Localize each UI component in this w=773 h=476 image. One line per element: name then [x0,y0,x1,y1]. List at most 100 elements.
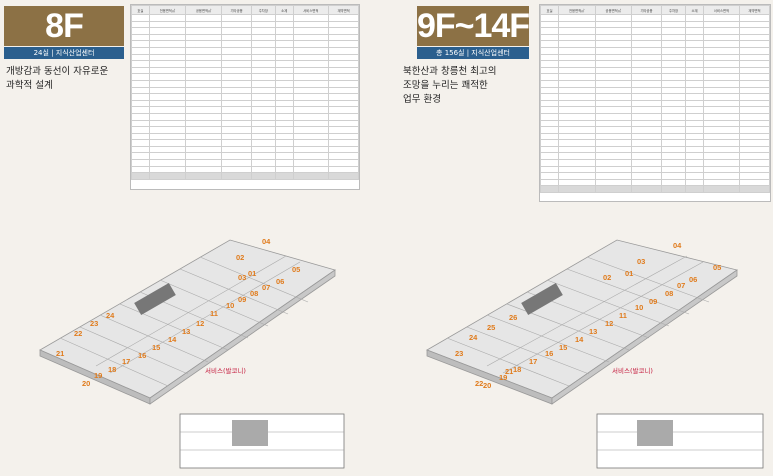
table-cell [221,14,252,22]
table-header-cell: 호실 [540,5,559,15]
table-row [540,14,771,22]
table-cell [250,79,276,88]
table-cell [684,172,704,180]
table-cell [328,93,359,101]
table-cell [221,152,252,161]
unit-number: 15 [559,343,567,352]
table-cell [185,14,223,22]
table-header-cell: 공용면적㎡ [185,5,223,15]
table-cell [738,86,771,95]
table-cell [631,145,662,154]
table-cell [702,27,740,35]
table-cell [540,172,559,180]
table-cell [328,112,359,121]
table-cell [661,40,686,48]
table-cell [631,119,662,128]
table-row [131,73,359,81]
table-cell [148,159,187,167]
unit-number: 13 [182,327,190,336]
table-cell [557,106,596,114]
table-cell [631,185,662,194]
table-row [131,86,359,95]
table-cell [185,165,223,174]
table-cell [540,152,559,161]
table-row [540,40,771,48]
table-header-cell: 전용면적㎡ [557,5,596,15]
table-row [540,119,771,128]
floor-tagline: 북한산과 창릉천 최고의 조망을 누리는 쾌적한 업무 환경 [403,66,497,105]
unit-number: 13 [589,327,597,336]
table-cell [148,60,187,68]
table-cell [148,14,187,22]
table-cell [274,112,294,121]
table-cell [274,86,294,95]
table-cell [738,185,771,194]
table-cell [540,20,559,29]
table-cell [328,145,359,154]
table-row [540,139,771,147]
table-cell [631,66,662,75]
table-cell [557,132,596,141]
table-cell [328,132,359,141]
table-cell [292,60,330,68]
table-cell [185,86,223,95]
table-cell [738,178,771,187]
table-cell [738,60,771,68]
table-cell [738,14,771,22]
table-cell [684,73,704,81]
table-cell [702,53,740,62]
table-row [131,145,359,154]
table-row [540,86,771,95]
table-cell [702,132,740,141]
table-row [131,27,359,35]
table-cell [292,106,330,114]
table-cell [661,33,686,42]
table-row [540,106,771,114]
unit-number: 06 [276,277,284,286]
table-cell [274,60,294,68]
table-cell [131,60,150,68]
table-cell [557,185,596,194]
table-cell [738,99,771,108]
unit-number: 12 [196,319,204,328]
table-cell [274,159,294,167]
table-cell [274,106,294,114]
unit-number: 04 [673,241,682,250]
table-cell [131,132,150,141]
table-cell [684,66,704,75]
table-cell [738,152,771,161]
table-cell [661,185,686,194]
table-cell [540,99,559,108]
table-cell [148,112,187,121]
table-cell [292,20,330,29]
table-cell [594,53,633,62]
table-cell [540,119,559,128]
table-cell [221,126,252,134]
table-row [540,33,771,42]
table-cell [328,60,359,68]
table-row [131,159,359,167]
table-cell [131,46,150,55]
table-cell [185,60,223,68]
table-cell [702,86,740,95]
table-header-cell: 공용면적㎡ [594,5,633,15]
table-row [131,46,359,55]
table-cell [557,93,596,101]
table-cell [131,159,150,167]
unit-number: 01 [625,269,633,278]
table-cell [557,139,596,147]
table-cell [594,20,633,29]
table-cell [702,145,740,154]
table-cell [557,66,596,75]
table-cell [557,99,596,108]
table-row [540,20,771,29]
table-cell [631,27,662,35]
table-cell [702,185,740,194]
table-row [540,178,771,187]
table-cell [148,139,187,147]
table-cell [738,93,771,101]
table-cell [738,73,771,81]
table-cell [148,93,187,101]
table-cell [684,60,704,68]
